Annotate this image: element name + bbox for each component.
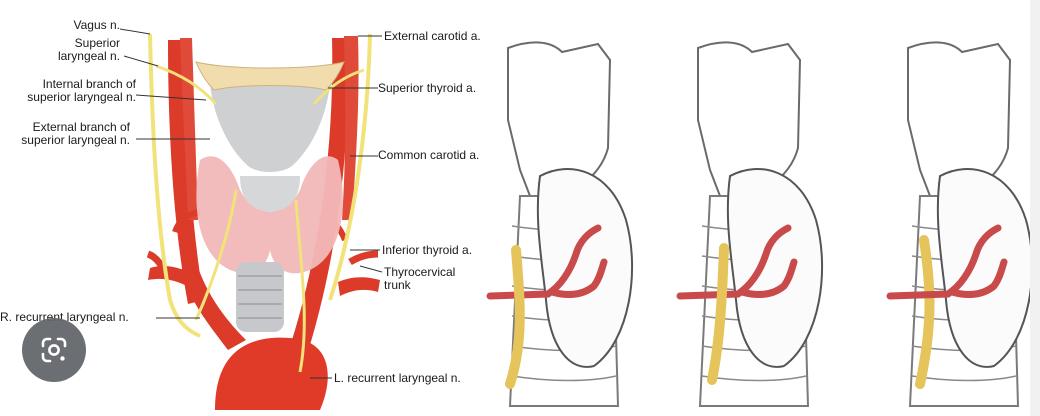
left-vagus-nerve <box>328 33 372 301</box>
label-external-carotid: External carotid a. <box>384 29 481 43</box>
left-common-carotid <box>292 38 349 345</box>
right-inferior-thyroid <box>172 209 201 234</box>
label-thyrocervical-1: Thyrocervical <box>384 265 456 279</box>
aortic-arch <box>215 337 328 410</box>
trachea <box>236 262 284 332</box>
label-external-branch-1: External branch of <box>32 120 130 134</box>
left-subclavian-artery <box>338 277 380 296</box>
cricoid-cartilage <box>240 176 300 212</box>
left-superior-laryngeal-nerve <box>312 68 365 105</box>
right-superior-laryngeal-nerve <box>155 64 218 105</box>
left-thyrocervical <box>348 250 379 266</box>
label-r-recurrent-laryngeal: R. recurrent laryngeal n. <box>0 310 129 324</box>
label-superior-laryngeal-1: Superior <box>74 36 120 50</box>
label-l-recurrent-laryngeal: L. recurrent laryngeal n. <box>334 371 461 385</box>
label-inferior-thyroid: Inferior thyroid a. <box>382 243 473 257</box>
right-common-carotid <box>168 40 204 304</box>
label-leaders <box>119 28 383 379</box>
visual-search-button[interactable] <box>22 318 86 382</box>
label-internal-branch-1: Internal branch of <box>42 77 136 91</box>
label-superior-thyroid: Superior thyroid a. <box>378 81 477 95</box>
label-superior-laryngeal-2: laryngeal n. <box>57 49 120 63</box>
right-subclavian-artery <box>148 266 192 285</box>
lens-icon <box>41 337 67 363</box>
label-internal-branch-2: superior laryngeal n. <box>27 90 136 104</box>
hyoid-bone <box>195 61 345 91</box>
lateral-view-2 <box>676 41 824 407</box>
anterior-neck-view <box>146 33 380 410</box>
viewer-edge <box>1030 0 1040 416</box>
label-common-carotid: Common carotid a. <box>378 148 480 162</box>
lateral-view-1 <box>486 41 634 407</box>
label-vagus-nerve: Vagus n. <box>73 18 120 32</box>
label-external-branch-2: superior laryngeal n. <box>21 133 130 147</box>
recurrent-laryngeal-nerve <box>505 245 525 389</box>
right-vagus-nerve <box>148 33 201 338</box>
left-recurrent-nerve <box>294 199 306 373</box>
right-recurrent-nerve <box>194 189 238 321</box>
inferior-thyroid-artery <box>486 224 608 300</box>
right-carotid-2 <box>180 38 198 220</box>
label-thyrocervical-2: trunk <box>384 278 411 292</box>
thyroid-cartilage <box>210 84 330 172</box>
left-carotid-2 <box>342 36 359 220</box>
thyroid-lobe <box>536 168 634 368</box>
thyroid-gland <box>196 156 343 274</box>
lateral-view-3 <box>886 41 1030 407</box>
